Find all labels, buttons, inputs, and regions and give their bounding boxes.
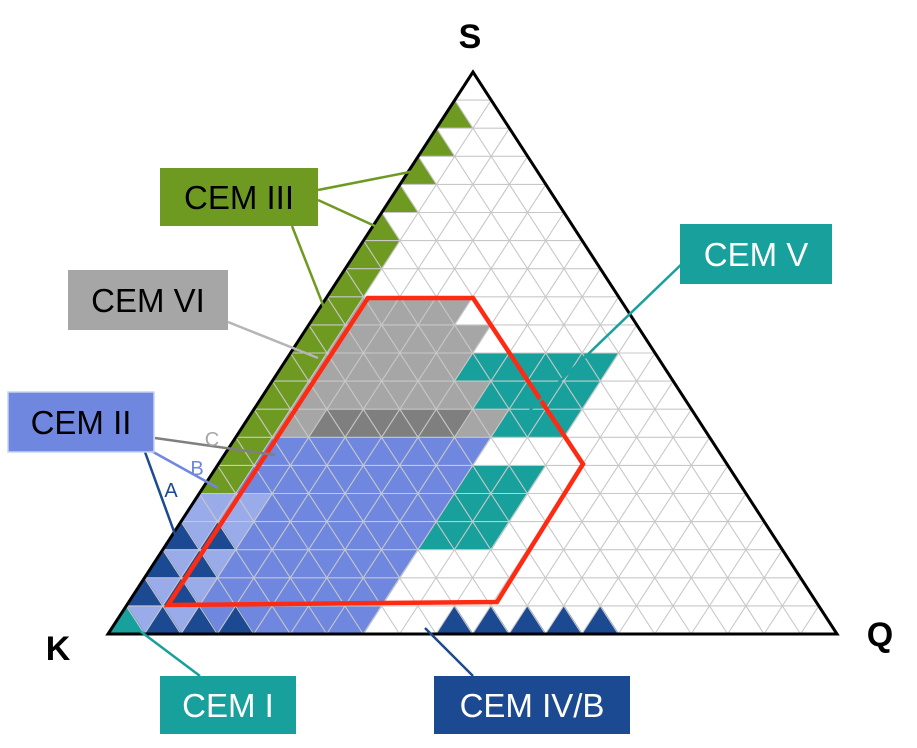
vertex-label-q: Q [867,616,893,654]
cem3-cell [435,99,474,129]
cem3-cell [363,211,401,241]
grid-line [253,184,547,635]
cem2-sub-a: A [164,480,178,502]
cem6-label: CEM VI [91,282,205,319]
vertex-label-k: K [46,630,71,668]
grid-line [436,127,765,635]
cem4b-cell [472,605,511,635]
grid-line [271,380,437,635]
leader-cem3-3 [290,225,327,311]
grid-line [727,549,783,635]
cem4b-box: CEM IV/B [434,676,630,734]
grid-line [289,212,565,635]
leader-cem2-b [145,446,219,490]
cem4b-cell [508,605,547,635]
grid-line [800,605,820,635]
grid-line [581,437,711,635]
grid-line [344,268,583,635]
grid-line [654,493,747,635]
grid-line [308,324,510,635]
cem3-label: CEM III [184,179,294,216]
cem6-box: CEM VI [68,270,228,330]
grid-line [381,212,656,635]
grid-line [198,493,291,635]
grid-line [508,380,674,635]
triangle-outline [105,69,840,636]
leader-cem4b [424,627,474,677]
leader-cem3-2 [317,198,389,234]
grid-line [162,549,218,635]
cem5-label: CEM V [704,236,809,273]
cem3-cell [417,127,456,157]
cem4b-label: CEM IV/B [460,687,605,724]
leader-cem2-a [143,451,182,549]
grid-line [180,127,510,635]
grid-line [362,268,601,635]
cem3-box: CEM III [160,168,318,226]
cem1-label: CEM I [182,687,274,724]
grid-line [125,605,145,635]
cem4b-cell [581,605,620,635]
leader-cem6 [227,320,319,360]
grid-line [454,99,802,635]
cem2-box: CEM II [7,391,155,453]
cem2-label: CEM II [31,404,132,441]
cem1-box: CEM I [160,676,296,734]
triangle-grid [125,99,820,635]
cem4b-cell [545,605,583,635]
cem2-sub-c: C [205,429,219,451]
grid-line [216,156,529,635]
grid-line [143,99,492,635]
leader-cem1 [127,621,201,677]
leader-cem3-1 [317,168,421,192]
grid-line [363,240,619,635]
vertex-label-s: S [459,18,482,56]
grid-line [435,324,638,635]
cem2-sub-b: B [190,458,203,480]
cem4b-cell [435,605,474,635]
boundary-hexagon [163,295,586,608]
cem3-cell [381,183,419,213]
leader-cem5 [529,257,689,411]
leader-cem2-c [154,436,276,457]
grid-line [326,240,583,635]
grid-line [417,156,729,635]
cem5-box: CEM V [680,224,832,284]
